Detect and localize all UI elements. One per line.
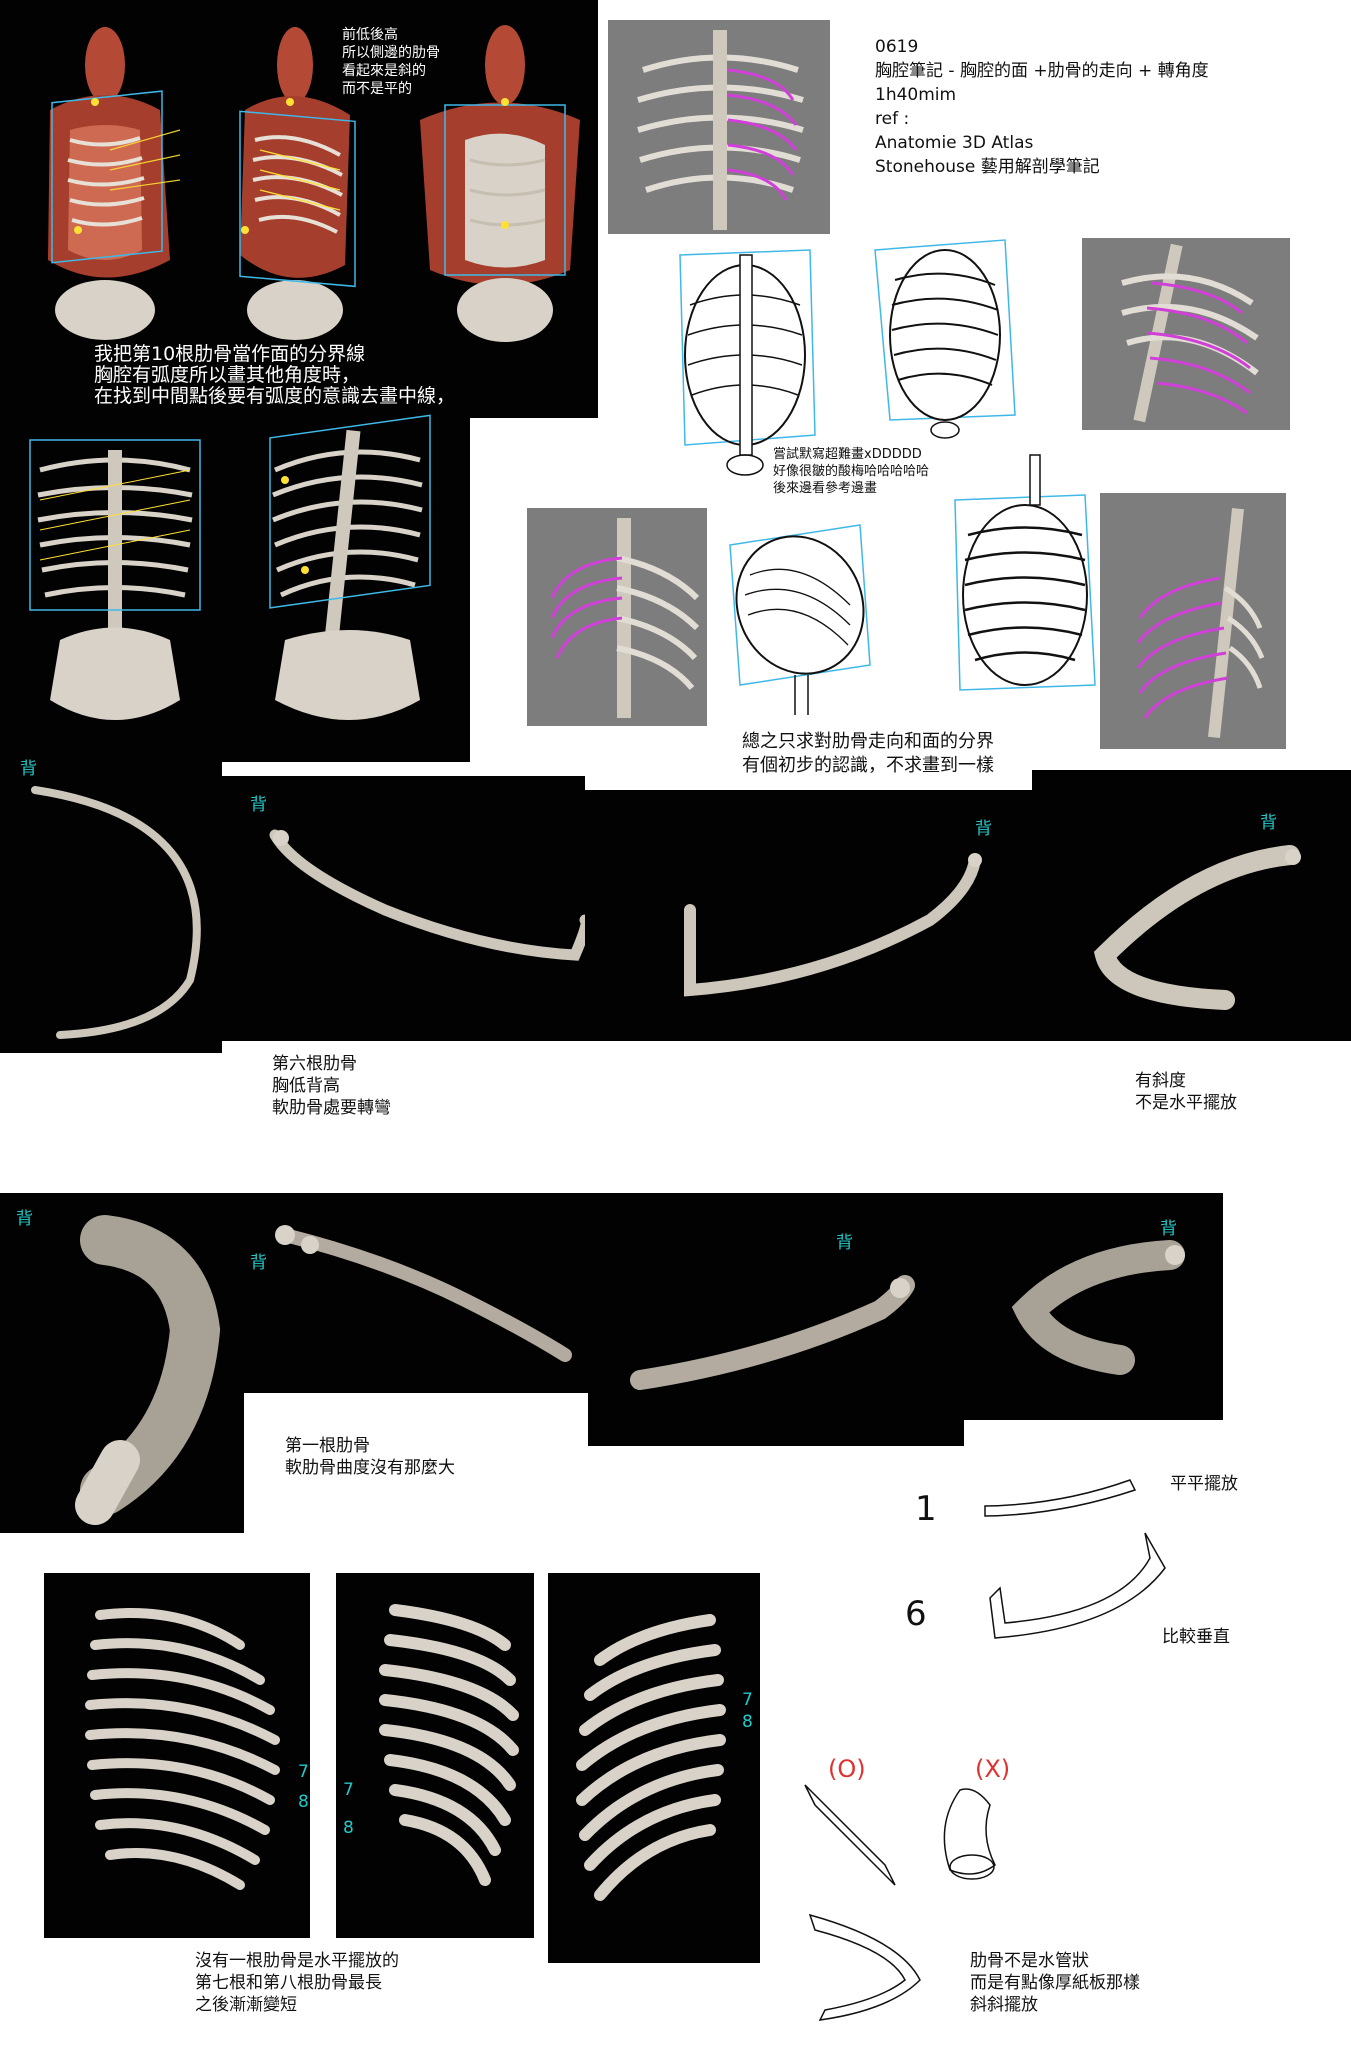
label-num-8-b: 8: [343, 1818, 354, 1838]
label-correct: (O): [828, 1755, 866, 1783]
ribcage-sketch-3: [729, 524, 871, 715]
torso-muscle-front-image: [48, 27, 181, 340]
rib6-panel-2: [222, 776, 585, 1041]
label-back-4: 背: [1260, 813, 1277, 833]
label-num-6: 6: [905, 1594, 927, 1634]
note-summary: 總之只求對肋骨走向和面的分界 有個初步的認識，不求畫到一樣: [742, 731, 994, 776]
ribcage-ref-image-2: [1082, 238, 1290, 430]
ribcage-sketch-4: [954, 454, 1096, 691]
note-longest: 沒有一根肋骨是水平擺放的 第七根和第八根肋骨最長 之後漸漸變短: [195, 1951, 399, 2015]
label-num-1: 1: [915, 1489, 937, 1529]
label-num-8-a: 8: [298, 1792, 309, 1812]
label-back-3: 背: [975, 819, 992, 839]
label-num-7-c: 7: [742, 1690, 753, 1710]
note-slope: 有斜度 不是水平擺放: [1135, 1071, 1237, 1113]
ribcage-panel-1: [44, 1573, 310, 1938]
label-num-7-a: 7: [298, 1762, 309, 1782]
ribcage-ref-image-4: [1100, 493, 1286, 749]
note-rib1: 第一根肋骨 軟肋骨曲度沒有那麼大: [285, 1436, 455, 1478]
rib6-view-3: [684, 853, 982, 997]
ribcage-ref-image-1: [608, 20, 830, 234]
ribcage-side-magenta: [1121, 243, 1259, 423]
ribcage-ref-image-3: [527, 508, 707, 726]
note-ref-1: Anatomie 3D Atlas: [875, 133, 1034, 153]
note-front-low: 前低後高 所以側邊的肋骨 看起來是斜的 而不是平的: [342, 27, 440, 97]
note-sketch: 嘗試默寫超難畫xDDDDD 好像很皺的酸梅哈哈哈哈哈 後來邊看參考邊畫: [773, 447, 930, 496]
ribcage-front-magenta: [637, 30, 804, 230]
note-duration: 1h40mim: [875, 85, 957, 105]
rib1-view-4: [1011, 1240, 1185, 1375]
note-flat: 平平擺放: [1170, 1474, 1238, 1494]
rib6-view-1: [31, 786, 201, 1039]
torso-muscle-back-image: [420, 25, 580, 342]
note-ref-2: Stonehouse 藝用解剖學筆記: [875, 157, 1100, 177]
rib1-view-2: [275, 1225, 572, 1362]
ribcage-sketch-2: [874, 239, 1016, 439]
flat-rib-correct-sketch: [804, 1784, 896, 1886]
tube-rib-wrong-sketch: [943, 1788, 996, 1880]
torso-muscle-side-image: [239, 27, 356, 340]
rib6-view-2: [269, 829, 592, 961]
rib1-view-3: [630, 1275, 915, 1390]
note-tenth-rib: 我把第10根肋骨當作面的分界線 胸腔有弧度所以畫其他角度時， 在找到中間點後要有…: [94, 343, 456, 407]
rib1-panel-2: [244, 1193, 588, 1393]
ribcage-panel-2: [336, 1573, 534, 1938]
rib6-panel-3: [585, 790, 1032, 1041]
note-ref-label: ref :: [875, 109, 910, 129]
rib1-panel-3: [588, 1193, 964, 1446]
rib6-view-4: [1093, 845, 1301, 1010]
rib1-panel-4: [964, 1193, 1223, 1420]
label-back-5: 背: [16, 1209, 33, 1229]
label-back-1: 背: [20, 759, 37, 779]
note-title: 胸腔筆記 - 胸腔的面 +肋骨的走向 + 轉角度: [875, 61, 1209, 81]
label-num-7-b: 7: [343, 1780, 354, 1800]
label-wrong: (X): [975, 1755, 1011, 1783]
skeleton-side-image: [269, 414, 431, 720]
rib1-view-1: [75, 1215, 221, 1525]
ribcage-view-3: [576, 1614, 726, 1901]
label-back-7: 背: [836, 1233, 853, 1253]
rib-angled-sketch: [808, 1913, 921, 2021]
ribcage-sketch-1: [679, 249, 816, 476]
note-not-tube: 肋骨不是水管狀 而是有點像厚紙板那樣 斜斜擺放: [970, 1951, 1140, 2015]
note-vertical: 比較垂直: [1162, 1627, 1230, 1647]
label-back-2: 背: [250, 795, 267, 815]
label-num-8-c: 8: [742, 1712, 753, 1732]
ribcage-back-magenta: [550, 518, 700, 718]
skeleton-front-image: [29, 439, 201, 720]
ribcage-view-1: [85, 1608, 280, 1890]
text-strip-panel: [470, 378, 598, 418]
label-back-6: 背: [250, 1253, 267, 1273]
rib1-flat-sketch: [984, 1479, 1137, 1517]
label-back-8: 背: [1160, 1219, 1177, 1239]
note-date: 0619: [875, 37, 919, 57]
ribcage-oblique-magenta: [1136, 508, 1265, 738]
rib6-vertical-sketch: [989, 1532, 1166, 1639]
note-rib6: 第六根肋骨 胸低背高 軟肋骨處要轉彎: [272, 1054, 391, 1118]
ribcage-view-2: [379, 1604, 519, 1886]
